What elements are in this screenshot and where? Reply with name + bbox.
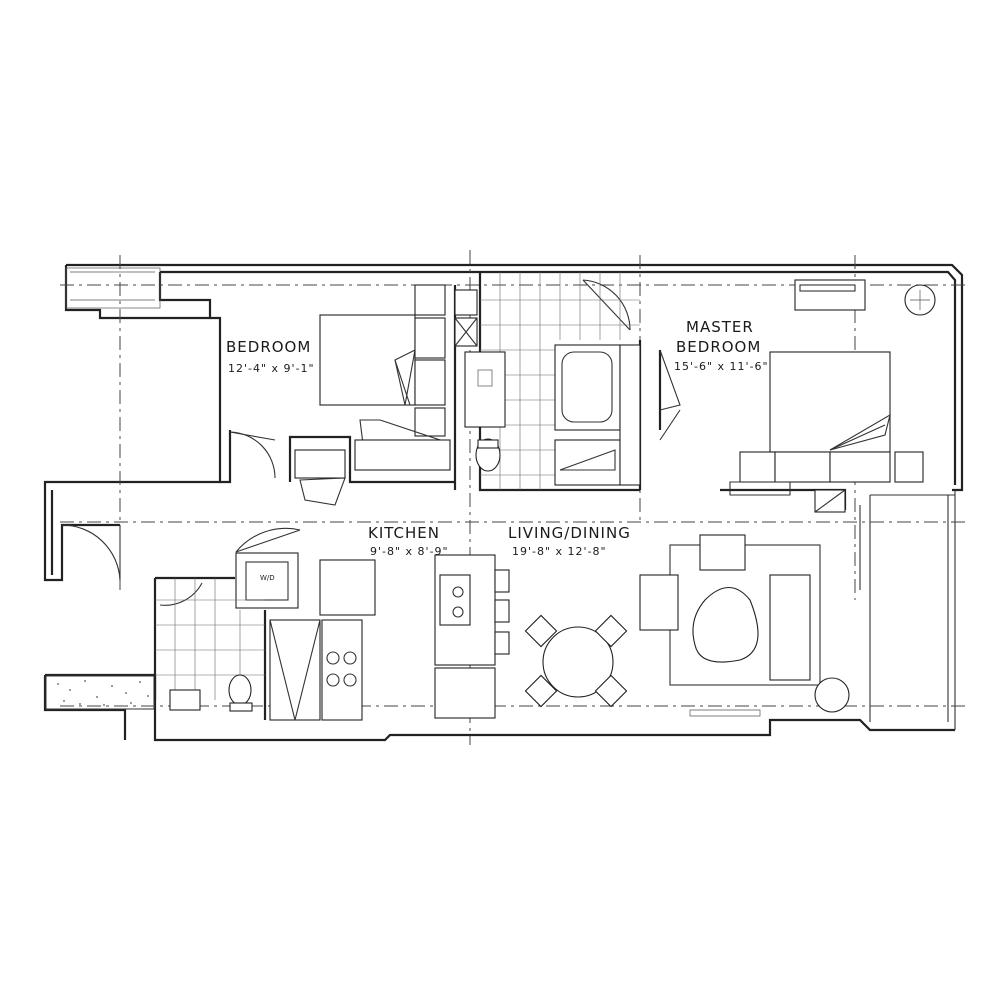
bedroom-dims: 12'-4" x 9'-1" [228,362,315,375]
living-dining-name: LIVING/DINING [508,524,631,542]
washer-dryer-label: W/D [260,574,275,582]
doors [61,279,631,606]
balcony-bottom-left [45,675,155,710]
kitchen-dims: 9'-8" x 8'-9" [370,545,449,558]
kitchen-name: KITCHEN [368,524,440,542]
outer-walls [43,263,964,742]
living-dining-furniture [524,505,861,717]
master-bedroom-dims: 15'-6" x 11'-6" [674,360,769,373]
master-bedroom-name-line1: MASTER [686,318,754,336]
room-labels: BEDROOM 12'-4" x 9'-1" MASTER BEDROOM 15… [226,318,769,558]
master-bedroom-furniture [729,279,936,513]
bathroom-center [454,272,681,490]
bedroom-furniture [294,284,451,506]
living-dining-dims: 19'-8" x 12'-8" [512,545,607,558]
bedroom-name: BEDROOM [226,338,311,356]
kitchen-fixtures: W/D [155,552,510,721]
master-bedroom-name-line2: BEDROOM [676,338,761,356]
balcony-top [65,267,161,309]
